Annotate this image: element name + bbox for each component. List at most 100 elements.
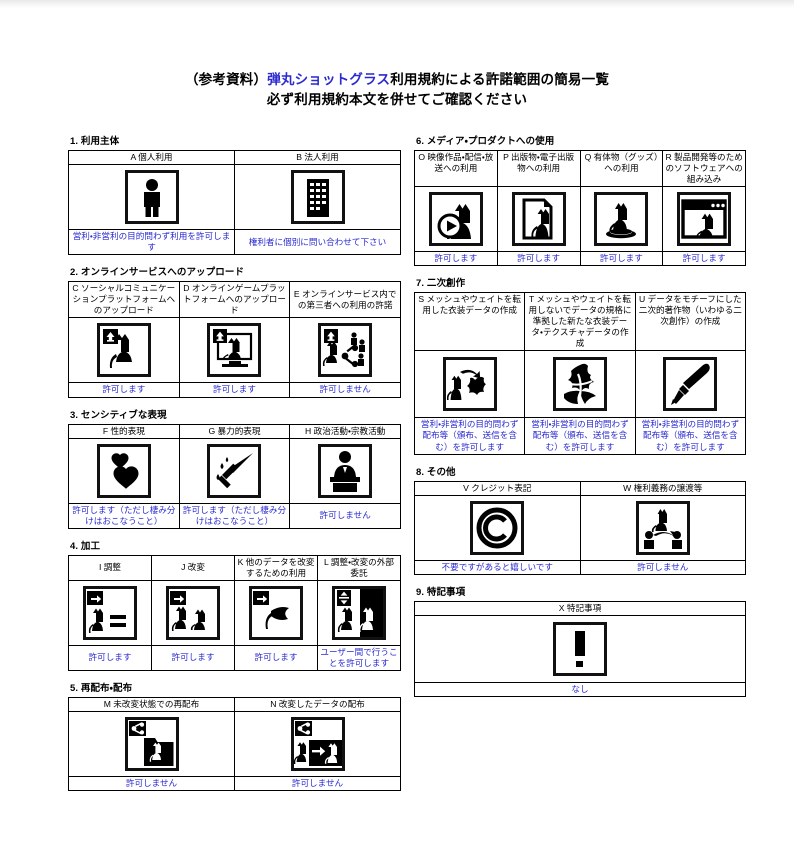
viewer-top-band — [0, 0, 794, 8]
cell-icon-B — [234, 164, 401, 230]
cell-header-P: P 出版物・電子出版物への利用 — [496, 150, 581, 187]
cell-icon-I — [68, 579, 152, 646]
table-row-icons — [414, 614, 746, 683]
cell-note-R: 許可します — [662, 250, 746, 267]
cell-header-D: D オンラインゲームプラットフォームへのアップロード — [178, 281, 291, 319]
section-5-title: 5. 再配布・配布 — [70, 683, 133, 695]
modify-other-data-icon — [249, 585, 303, 640]
cell-header-I: I 調整 — [68, 554, 152, 581]
cell-header-U: U データをモチーフにした二次的著作物（いわゆる二次創作）の作成 — [634, 292, 747, 352]
section-1-title: 1. 利用主体 — [70, 136, 120, 147]
cell-note-J: 許可します — [151, 644, 235, 672]
cell-icon-C — [68, 317, 180, 384]
cell-icon-D — [178, 317, 291, 384]
section-8-title: 8. その他 — [416, 466, 456, 478]
upload-share-people-icon — [318, 323, 373, 378]
podium-speaker-icon — [318, 443, 373, 498]
cell-note-K: 許可します — [234, 644, 318, 672]
cell-icon-G — [178, 437, 291, 504]
section-5: 5. 再配布・配布 M 未改変状態での再配布 N 改変したデータの配布 — [68, 680, 401, 792]
cell-icon-E — [289, 317, 401, 384]
person-icon — [124, 170, 179, 224]
section-3-table: F 性的表現 G 暴力的表現 H 政治活動・宗教活動 — [68, 423, 401, 529]
title-brand: 弾丸ショットグラス — [267, 72, 391, 87]
section-7: 7. 二次創作 S メッシュやウェイトを転用した衣装データの作成 T メッシュや… — [413, 275, 747, 455]
cell-icon-L — [317, 579, 401, 646]
costume-new-icon — [552, 357, 607, 412]
table-row-notes: 不要ですがあると嬉しいです 許可しません — [414, 559, 746, 575]
cell-header-M: M 未改変状態での再配布 — [68, 697, 235, 713]
video-play-cat-icon — [428, 192, 483, 246]
cell-header-T: T メッシュやウェイトを転用しないでデータの規格に準拠した新たな衣装データ・テク… — [524, 292, 636, 352]
cell-note-I: 許可します — [68, 644, 152, 672]
cell-note-Q: 許可します — [579, 250, 664, 267]
cell-icon-K — [234, 579, 318, 646]
cell-header-A: A 個人利用 — [68, 150, 235, 165]
page-title: （参考資料）弾丸ショットグラス利用規約による許諾範囲の簡易一覧 必ず利用規約本文… — [0, 70, 794, 111]
cell-note-W: 許可しません — [579, 559, 746, 575]
cell-note-O: 許可します — [414, 250, 498, 267]
knife-blood-icon — [207, 443, 262, 498]
section-1-table: A 個人利用 B 法人利用 — [68, 150, 401, 256]
software-window-cat-icon — [677, 192, 732, 246]
modify-two-cats-icon — [166, 585, 220, 640]
section-2: 2. オンラインサービスへのアップロード C ソーシャルコミュニケーションプラッ… — [68, 264, 401, 398]
cell-note-P: 許可します — [496, 250, 581, 267]
document-page: （参考資料）弾丸ショットグラス利用規約による許諾範囲の簡易一覧 必ず利用規約本文… — [0, 8, 794, 868]
cell-note-L: ユーザー間で行うことを許可します — [317, 644, 401, 672]
section-6-table: O 映像作品・配信・放送への利用 P 出版物・電子出版物への利用 Q 有体物（グ… — [414, 150, 746, 267]
table-row-header: O 映像作品・配信・放送への利用 P 出版物・電子出版物への利用 Q 有体物（グ… — [414, 150, 746, 187]
goods-figure-cat-icon — [594, 192, 649, 246]
share-folder-cat-icon — [124, 717, 179, 772]
cell-header-J: J 改変 — [151, 554, 235, 581]
adjust-equals-cat-icon — [83, 585, 137, 640]
cell-icon-P — [496, 186, 581, 252]
cell-header-V: V クレジット表記 — [414, 480, 581, 496]
left-column: 1. 利用主体 A 個人利用 B 法人利用 — [68, 133, 401, 800]
table-row-notes: 許可しません 許可しません — [68, 776, 401, 792]
paintbrush-icon — [663, 357, 718, 412]
table-row-icons — [68, 437, 401, 504]
cell-note-A: 営利・非営利の目的問わず利用を許可します — [68, 228, 235, 256]
cell-icon-N — [234, 711, 401, 778]
cell-header-L: L 調整・改変の外部委託 — [317, 554, 401, 581]
table-row-icons — [413, 350, 747, 419]
cell-header-C: C ソーシャルコミュニケーションプラットフォームへのアップロード — [68, 281, 180, 319]
table-row-header: I 調整 J 改変 K 他のデータを改変するための利用 L 調整・改変の外部委託 — [68, 554, 401, 581]
section-6: 6. メディア・プロダクトへの使用 O 映像作品・配信・放送への利用 P 出版物… — [414, 133, 746, 267]
cell-icon-W — [579, 494, 746, 561]
cell-note-T: 営利・非営利の目的問わず配布等（頒布、送信を含む）を許可します — [524, 417, 636, 455]
cell-note-G: 許可します（ただし棲み分けはおこなうこと） — [178, 502, 291, 529]
cell-note-H: 許可しません — [289, 502, 401, 529]
table-row-notes: 許可します 許可します 許可します 許可します — [414, 250, 746, 267]
table-row-notes: 許可します 許可します 許可しません — [68, 382, 401, 398]
table-row-notes: 許可します 許可します 許可します ユーザー間で行うことを許可します — [68, 644, 401, 672]
table-row-header: M 未改変状態での再配布 N 改変したデータの配布 — [68, 697, 401, 713]
cell-header-B: B 法人利用 — [234, 150, 401, 165]
cell-icon-M — [68, 711, 235, 778]
section-4-table: I 調整 J 改変 K 他のデータを改変するための利用 L 調整・改変の外部委託 — [68, 554, 401, 672]
cell-header-S: S メッシュやウェイトを転用した衣装データの作成 — [413, 292, 526, 352]
cell-icon-T — [524, 350, 636, 419]
cell-icon-F — [68, 437, 180, 504]
cell-note-X: なし — [414, 681, 746, 698]
cell-header-H: H 政治活動・宗教活動 — [289, 423, 401, 439]
cell-icon-R — [662, 186, 746, 252]
table-row-notes: 営利・非営利の目的問わず配布等（頒布、送信を含む）を許可します 営利・非営利の目… — [413, 417, 747, 455]
section-8-table: V クレジット表記 W 権利義務の譲渡等 — [414, 480, 746, 575]
cell-header-K: K 他のデータを改変するための利用 — [234, 554, 318, 581]
cell-header-X: X 特記事項 — [414, 600, 746, 616]
cell-note-N: 許可しません — [234, 776, 401, 792]
cell-icon-X — [414, 614, 746, 683]
publication-cat-icon — [511, 192, 566, 246]
upload-catperson-icon — [96, 323, 151, 378]
cell-note-E: 許可しません — [289, 382, 401, 398]
upload-monitor-cat-icon — [207, 323, 262, 378]
table-row-icons — [414, 186, 746, 252]
table-row-header: A 個人利用 B 法人利用 — [68, 150, 401, 165]
title-prefix: （参考資料） — [184, 72, 268, 87]
section-2-table: C ソーシャルコミュニケーションプラットフォームへのアップロード D オンライン… — [68, 281, 401, 398]
outsource-cats-icon — [332, 585, 386, 640]
section-5-table: M 未改変状態での再配布 N 改変したデータの配布 — [68, 697, 401, 792]
cell-header-N: N 改変したデータの配布 — [234, 697, 401, 713]
